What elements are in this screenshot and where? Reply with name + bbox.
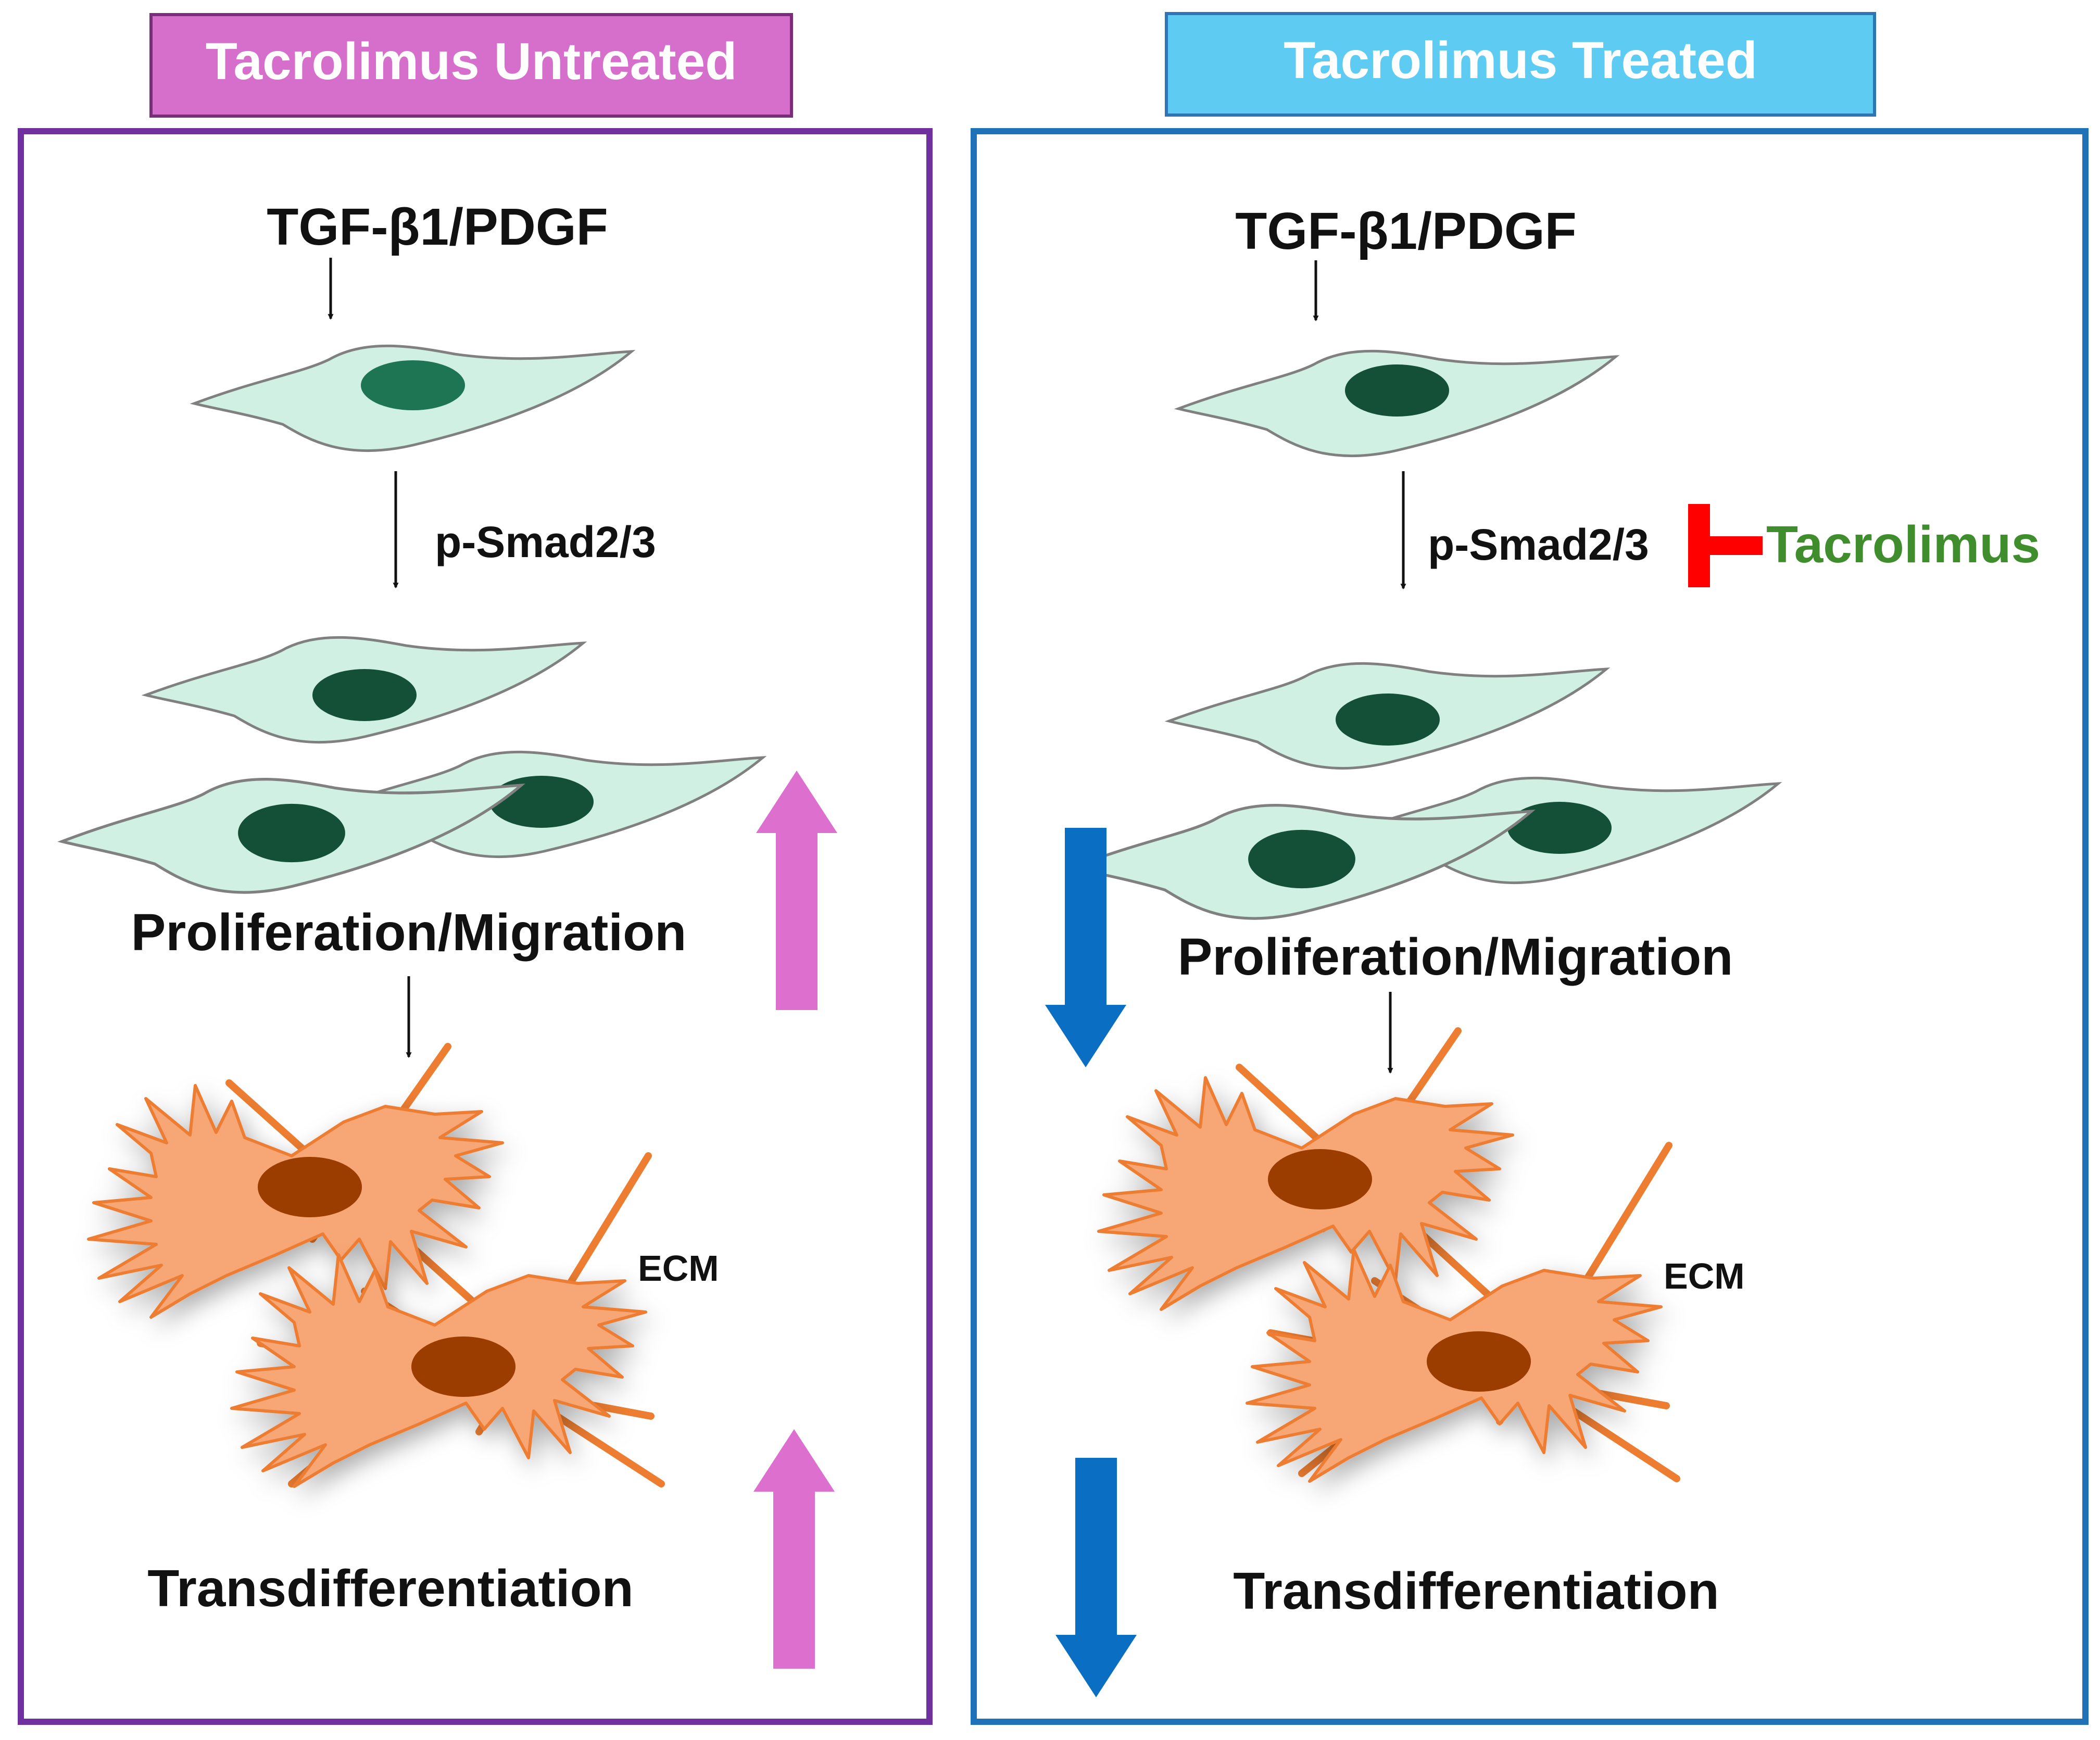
fibroblast-cell-icon (146, 637, 583, 742)
myofibroblast-cell-icon (89, 1086, 502, 1317)
myofibroblast-cell-icon (1247, 1250, 1661, 1481)
pathway-label: p-Smad2/3 (1428, 520, 1649, 569)
signal-label: TGF-β1/PDGF (1235, 202, 1576, 260)
fibroblast-cell-icon (1178, 351, 1616, 456)
myofibroblast-group (89, 1043, 665, 1486)
fibroblast-cell-icon (62, 779, 521, 892)
signal-label: TGF-β1/PDGF (267, 198, 608, 256)
increase-arrow-icon (753, 1429, 835, 1669)
panel-untreated: Tacrolimus Untreated TGF-β1/PDGF p-Smad2… (18, 13, 933, 1725)
inhibitor-label: Tacrolimus (1766, 515, 2040, 574)
header-box-untreated (149, 13, 793, 118)
fibroblast-cell-icon (1341, 778, 1778, 882)
panel-treated: Tacrolimus Treated TGF-β1/PDGF p-Smad2/3… (971, 12, 2089, 1725)
step1-label: Proliferation/Migration (1178, 928, 1733, 986)
panel-title-treated: Tacrolimus Treated (1284, 31, 1757, 90)
pathway-label: p-Smad2/3 (435, 518, 656, 566)
panel-frame-untreated (18, 128, 933, 1725)
ecm-label: ECM (1664, 1256, 1745, 1296)
step2-label: Transdifferentiation (147, 1559, 633, 1618)
fibroblast-cluster (62, 637, 763, 892)
panel-title-untreated: Tacrolimus Untreated (206, 32, 737, 91)
ecm-label: ECM (638, 1248, 719, 1289)
fibroblast-cell-icon (1072, 805, 1531, 918)
fibroblast-cell-icon (1169, 663, 1606, 768)
step2-label: Transdifferentiation (1233, 1562, 1719, 1620)
myofibroblast-cell-icon (1099, 1078, 1513, 1309)
ecm-fibers (1236, 1027, 1680, 1482)
myofibroblast-cell-icon (232, 1255, 646, 1486)
fibroblast-cell-icon (194, 346, 632, 450)
step1-label: Proliferation/Migration (131, 903, 687, 962)
myofibroblast-group (1099, 1027, 1680, 1482)
header-box-treated (1165, 12, 1876, 117)
decrease-arrow-icon (1055, 1458, 1137, 1697)
inhibition-bar-icon (1688, 504, 1763, 587)
panel-frame-treated (971, 128, 2089, 1725)
fibroblast-cluster (1072, 663, 1778, 918)
increase-arrow-icon (756, 771, 837, 1010)
